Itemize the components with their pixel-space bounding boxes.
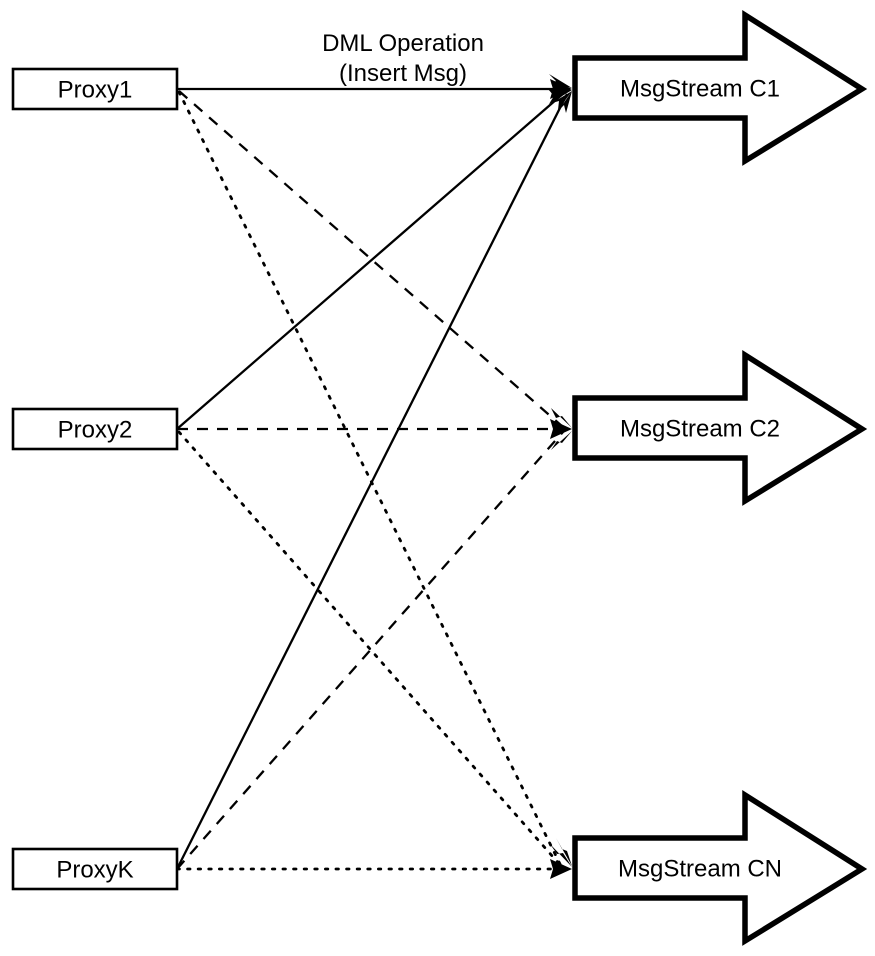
proxy-label: Proxy1 <box>58 76 133 103</box>
stream-node-c2[interactable]: MsgStream C2 <box>572 350 868 506</box>
proxy-node-proxyk[interactable]: ProxyK <box>11 847 179 891</box>
edge-proxyk-to-c2 <box>176 431 564 870</box>
proxy-node-proxy1[interactable]: Proxy1 <box>11 67 179 111</box>
arrowhead-cn <box>550 838 572 879</box>
proxy-box[interactable] <box>11 847 179 891</box>
proxy-label: ProxyK <box>56 856 133 883</box>
proxy-label: Proxy2 <box>58 416 133 443</box>
edge-label-line1: DML Operation <box>322 30 484 57</box>
proxy-box[interactable] <box>11 67 179 111</box>
stream-arrow-shape[interactable] <box>572 10 868 166</box>
arrowhead-c1 <box>548 74 572 113</box>
stream-label: MsgStream CN <box>618 855 782 882</box>
stream-arrow-shape[interactable] <box>572 350 868 506</box>
stream-label: MsgStream C1 <box>620 75 780 102</box>
arrowhead-group <box>548 74 572 879</box>
stream-arrow-shape[interactable] <box>572 790 868 946</box>
edge-label-dml-operation: DML Operation (Insert Msg) <box>322 30 484 87</box>
stream-label: MsgStream C2 <box>620 415 780 442</box>
stream-node-c1[interactable]: MsgStream C1 <box>572 10 868 166</box>
arrowhead-c2 <box>550 408 572 450</box>
edge-group <box>175 87 569 871</box>
edge-proxyk-to-c1 <box>175 93 569 870</box>
stream-node-cn[interactable]: MsgStream CN <box>572 790 868 946</box>
edge-proxy1-to-c2 <box>178 90 564 428</box>
proxy-box[interactable] <box>11 407 179 451</box>
edge-proxy2-to-c1 <box>176 91 566 430</box>
edge-label-line2: (Insert Msg) <box>339 60 467 87</box>
proxy-node-proxy2[interactable]: Proxy2 <box>11 407 179 451</box>
edge-proxy2-to-cn <box>177 430 563 868</box>
